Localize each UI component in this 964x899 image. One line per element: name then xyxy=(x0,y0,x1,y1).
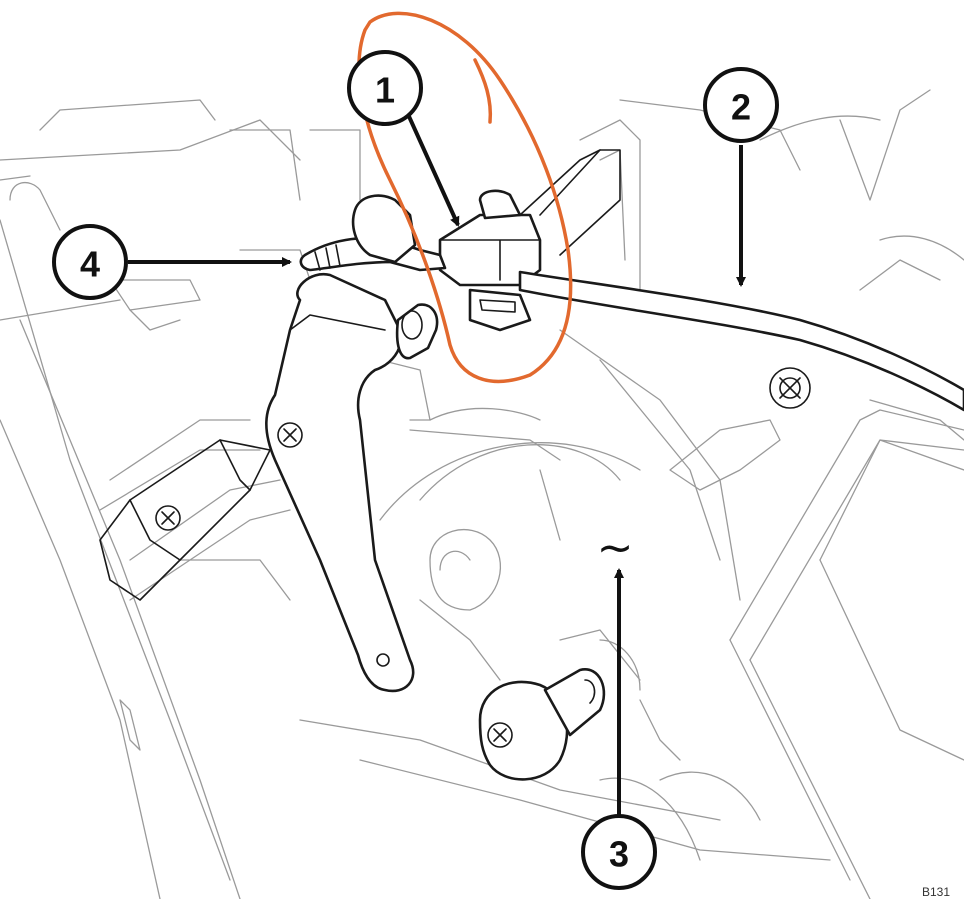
callout-4: 4 xyxy=(52,224,128,300)
callout-label: 2 xyxy=(731,87,751,128)
background-linework xyxy=(0,89,964,899)
mounting-bracket xyxy=(99,439,271,601)
leader-lines xyxy=(128,111,746,818)
linkage-ball-joint xyxy=(478,668,606,781)
callout-label: 4 xyxy=(80,244,100,285)
callout-label: 3 xyxy=(609,834,629,875)
highlight-tail xyxy=(473,58,493,124)
wire-harness xyxy=(299,194,964,412)
callout-label: 1 xyxy=(375,70,395,111)
corner-code: B131 xyxy=(922,885,950,899)
callout-3: 3 xyxy=(581,814,657,890)
fastener-right xyxy=(769,367,811,409)
sensor-lever-arm xyxy=(265,272,415,693)
leader-line-1 xyxy=(405,111,460,227)
callout-1: 1 xyxy=(347,50,423,126)
pivot-pin xyxy=(395,303,439,360)
callout-2: 2 xyxy=(703,67,779,143)
highlight-circle xyxy=(357,11,573,384)
connector-bracket xyxy=(438,149,621,332)
wave-symbol: ~ xyxy=(597,523,634,574)
